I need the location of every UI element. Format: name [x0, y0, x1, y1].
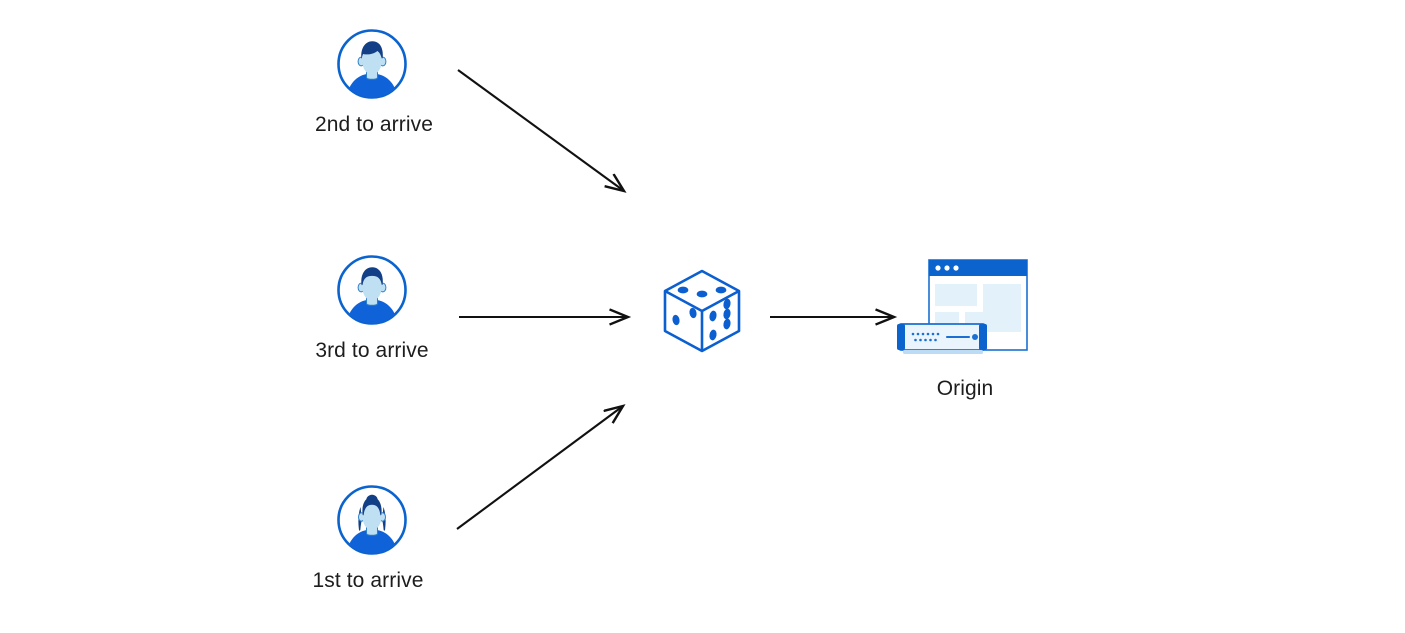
arrow-1st-to-dice	[456, 406, 623, 530]
browser-window-icon	[928, 259, 1028, 351]
origin-server-icon-group[interactable]	[893, 256, 1035, 360]
server-appliance-icon	[897, 323, 987, 354]
visitor-3rd-avatar[interactable]	[336, 254, 408, 326]
visitor-2nd-avatar[interactable]	[336, 28, 408, 100]
visitor-1st-label: 1st to arrive	[312, 569, 424, 592]
dice-icon	[663, 269, 741, 353]
visitor-2nd-label: 2nd to arrive	[314, 113, 434, 136]
user-avatar-long-hair-icon	[337, 485, 407, 555]
origin-label: Origin	[936, 377, 994, 400]
user-avatar-short-hair-icon	[337, 29, 407, 99]
origin-server-browser-icon	[897, 259, 1028, 354]
user-avatar-short-hair-icon	[337, 255, 407, 325]
load-balancer-dice[interactable]	[661, 268, 743, 354]
visitor-1st-avatar[interactable]	[336, 484, 408, 556]
visitor-3rd-label: 3rd to arrive	[315, 339, 429, 362]
